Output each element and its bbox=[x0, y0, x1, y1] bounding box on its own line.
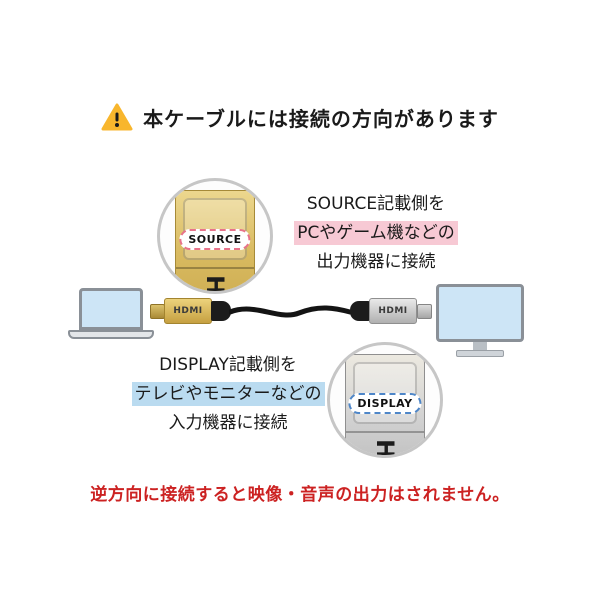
display-connector-tip bbox=[417, 304, 432, 319]
monitor-stand-neck bbox=[473, 342, 487, 350]
monitor-screen bbox=[436, 284, 524, 342]
display-line-3: 入力機器に接続 bbox=[168, 413, 288, 433]
source-connector-body: SOURCE HDMI bbox=[175, 190, 255, 291]
warning-triangle-icon bbox=[101, 103, 133, 132]
display-instructions: DISPLAY記載側を テレビやモニターなどの 入力機器に接続 bbox=[123, 351, 333, 438]
hdmi-logo-icon: HDMI bbox=[201, 275, 229, 291]
hdmi-logo-icon: HDMI bbox=[371, 439, 399, 455]
laptop-base bbox=[68, 330, 154, 339]
source-instructions: SOURCE記載側を PCやゲーム機などの 出力機器に接続 bbox=[271, 190, 481, 277]
source-line-2: PCやゲーム機などの bbox=[294, 221, 458, 245]
source-connector-closeup: SOURCE HDMI bbox=[157, 178, 273, 294]
cable-strain-relief-left bbox=[211, 301, 231, 321]
cable-wire bbox=[229, 305, 351, 318]
display-label-badge: DISPLAY bbox=[348, 393, 422, 414]
display-connector-plug: HDMI bbox=[369, 298, 417, 324]
hdmi-logo-right: HDMI bbox=[378, 306, 408, 316]
source-connector-plug: HDMI bbox=[164, 298, 212, 324]
page-title: 本ケーブルには接続の方向があります bbox=[143, 106, 499, 131]
source-line-3: 出力機器に接続 bbox=[316, 252, 436, 272]
connector-seam bbox=[346, 431, 424, 433]
connector-seam bbox=[176, 267, 254, 269]
monitor-stand-base bbox=[456, 350, 504, 357]
laptop-icon bbox=[68, 288, 154, 339]
header: 本ケーブルには接続の方向があります bbox=[0, 100, 600, 134]
hdmi-logo-left: HDMI bbox=[173, 306, 203, 316]
source-connector-tip bbox=[150, 304, 165, 319]
reverse-connection-warning: 逆方向に接続すると映像・音声の出力はされません。 bbox=[90, 485, 510, 505]
display-line-1: DISPLAY記載側を bbox=[159, 355, 297, 375]
monitor-icon bbox=[436, 284, 524, 357]
display-line-2: テレビやモニターなどの bbox=[131, 382, 325, 406]
source-label-badge: SOURCE bbox=[179, 229, 251, 250]
display-connector-body: DISPLAY HDMI bbox=[345, 354, 425, 455]
source-line-1: SOURCE記載側を bbox=[306, 194, 446, 214]
display-connector-closeup: DISPLAY HDMI bbox=[327, 342, 443, 458]
laptop-screen bbox=[79, 288, 143, 330]
cable-strain-relief-right bbox=[350, 301, 370, 321]
